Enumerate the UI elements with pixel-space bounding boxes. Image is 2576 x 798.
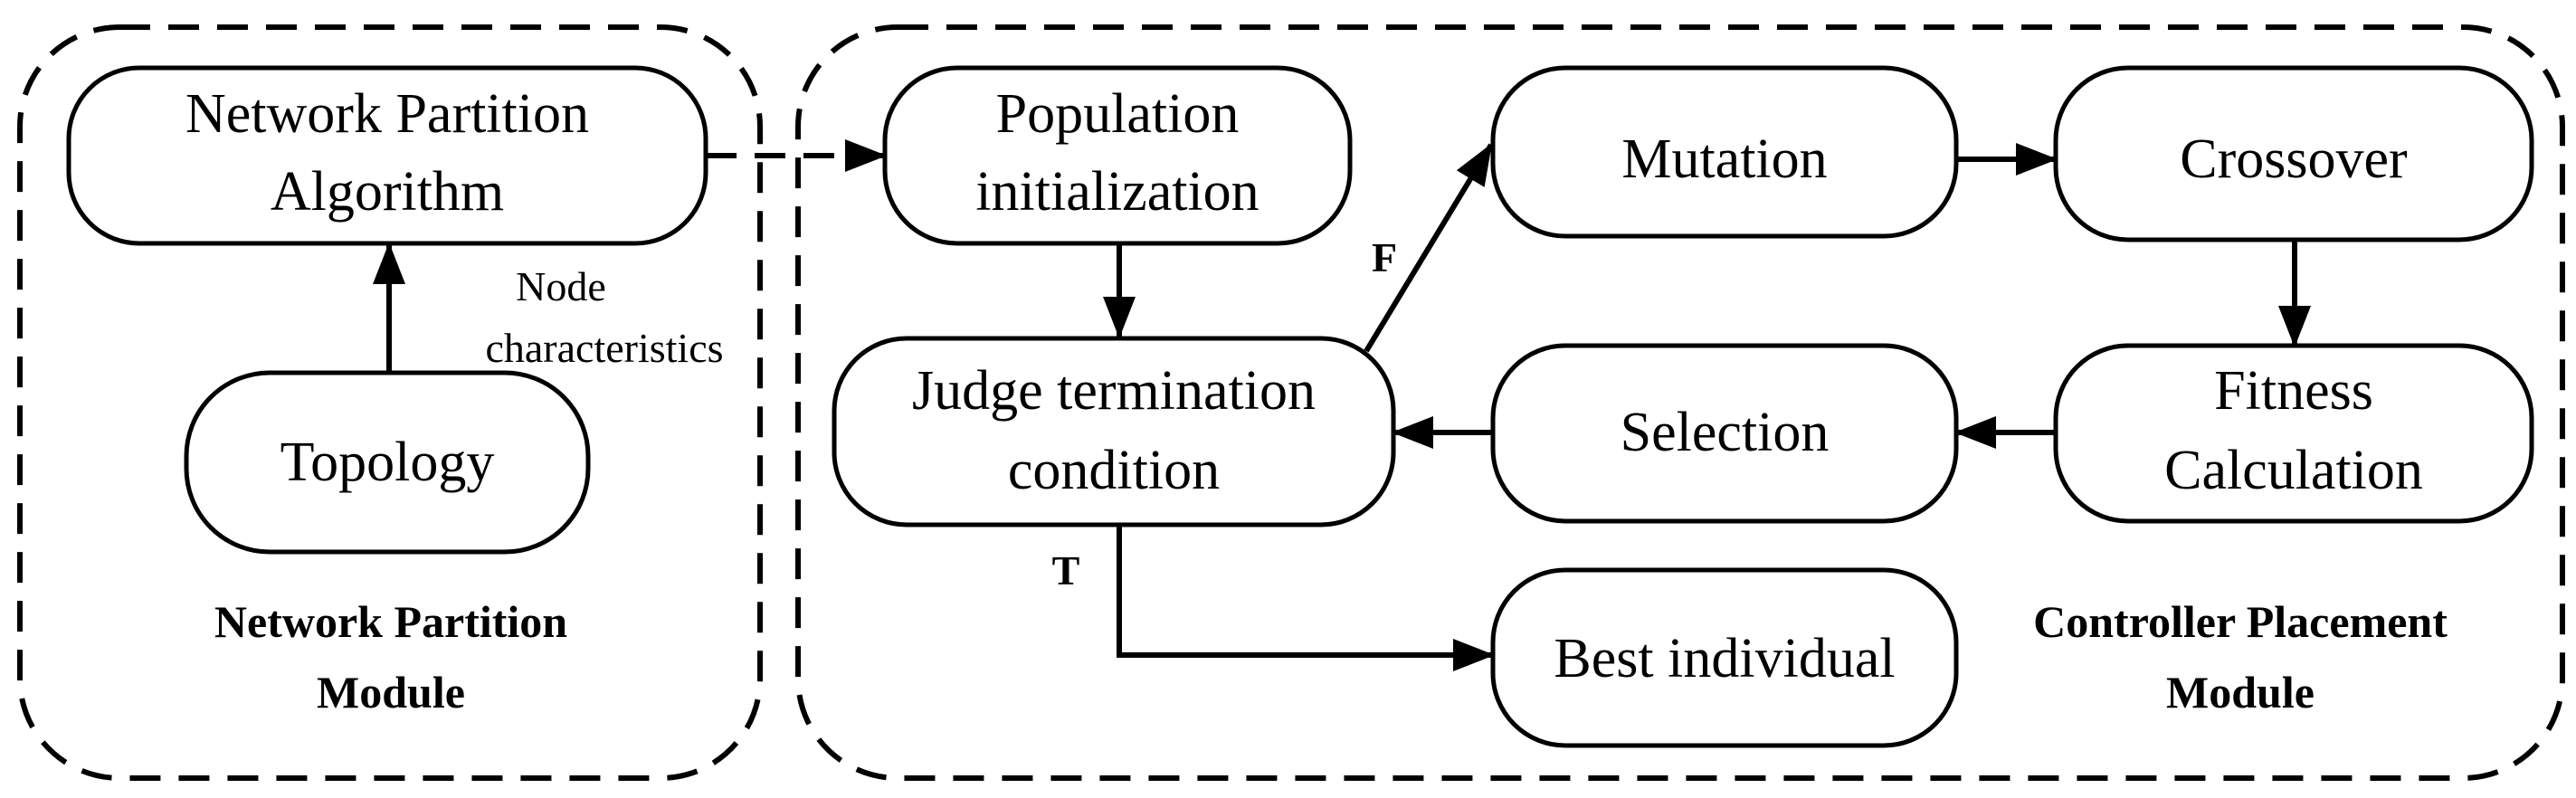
node-mutation: Mutation <box>1490 65 1959 239</box>
node-best-individual-line-1: Best individual <box>1554 628 1895 689</box>
node-network-partition-algorithm: Network Partition Algorithm <box>66 65 708 246</box>
edge-label-node-characteristics-line-1: Node <box>516 263 606 309</box>
node-crossover-line-1: Crossover <box>2180 128 2408 190</box>
node-best-individual: Best individual <box>1490 567 1959 748</box>
edge-judge-to-mutation <box>1364 143 1494 353</box>
module-label-network-partition-line-2: Module <box>317 667 465 717</box>
module-label-network-partition-line-1: Network Partition <box>214 596 567 647</box>
node-fitness-calculation-line-1: Fitness <box>2214 360 2373 422</box>
node-crossover: Crossover <box>2053 65 2534 242</box>
module-label-controller-placement-line-2: Module <box>2166 667 2315 717</box>
edge-label-node-characteristics-line-2: characteristics <box>485 325 723 371</box>
node-selection-line-1: Selection <box>1621 402 1830 463</box>
network-partition-module-frame <box>17 24 763 781</box>
node-judge-termination-line-2: condition <box>1008 440 1220 501</box>
node-mutation-line-1: Mutation <box>1621 128 1827 190</box>
edge-judge-to-best <box>1117 525 1495 671</box>
node-fitness-calculation: Fitness Calculation <box>2053 343 2534 524</box>
node-topology: Topology <box>184 370 591 555</box>
node-judge-termination-line-1: Judge termination <box>912 360 1316 422</box>
node-topology-line-1: Topology <box>280 432 495 493</box>
node-selection: Selection <box>1490 343 1959 524</box>
edge-label-false-branch: F <box>1372 234 1397 280</box>
node-judge-termination-condition: Judge termination condition <box>832 336 1396 527</box>
node-network-partition-algorithm-line-1: Network Partition <box>185 83 589 145</box>
node-population-initialization: Population initialization <box>882 65 1353 246</box>
node-population-initialization-line-2: initialization <box>975 161 1259 223</box>
edge-label-true-branch: T <box>1052 547 1080 594</box>
node-population-initialization-line-1: Population <box>996 83 1240 145</box>
module-label-controller-placement-line-1: Controller Placement <box>2033 596 2448 647</box>
node-network-partition-algorithm-line-2: Algorithm <box>271 161 504 223</box>
controller-placement-module-frame <box>795 24 2565 781</box>
node-fitness-calculation-line-2: Calculation <box>2164 440 2423 501</box>
